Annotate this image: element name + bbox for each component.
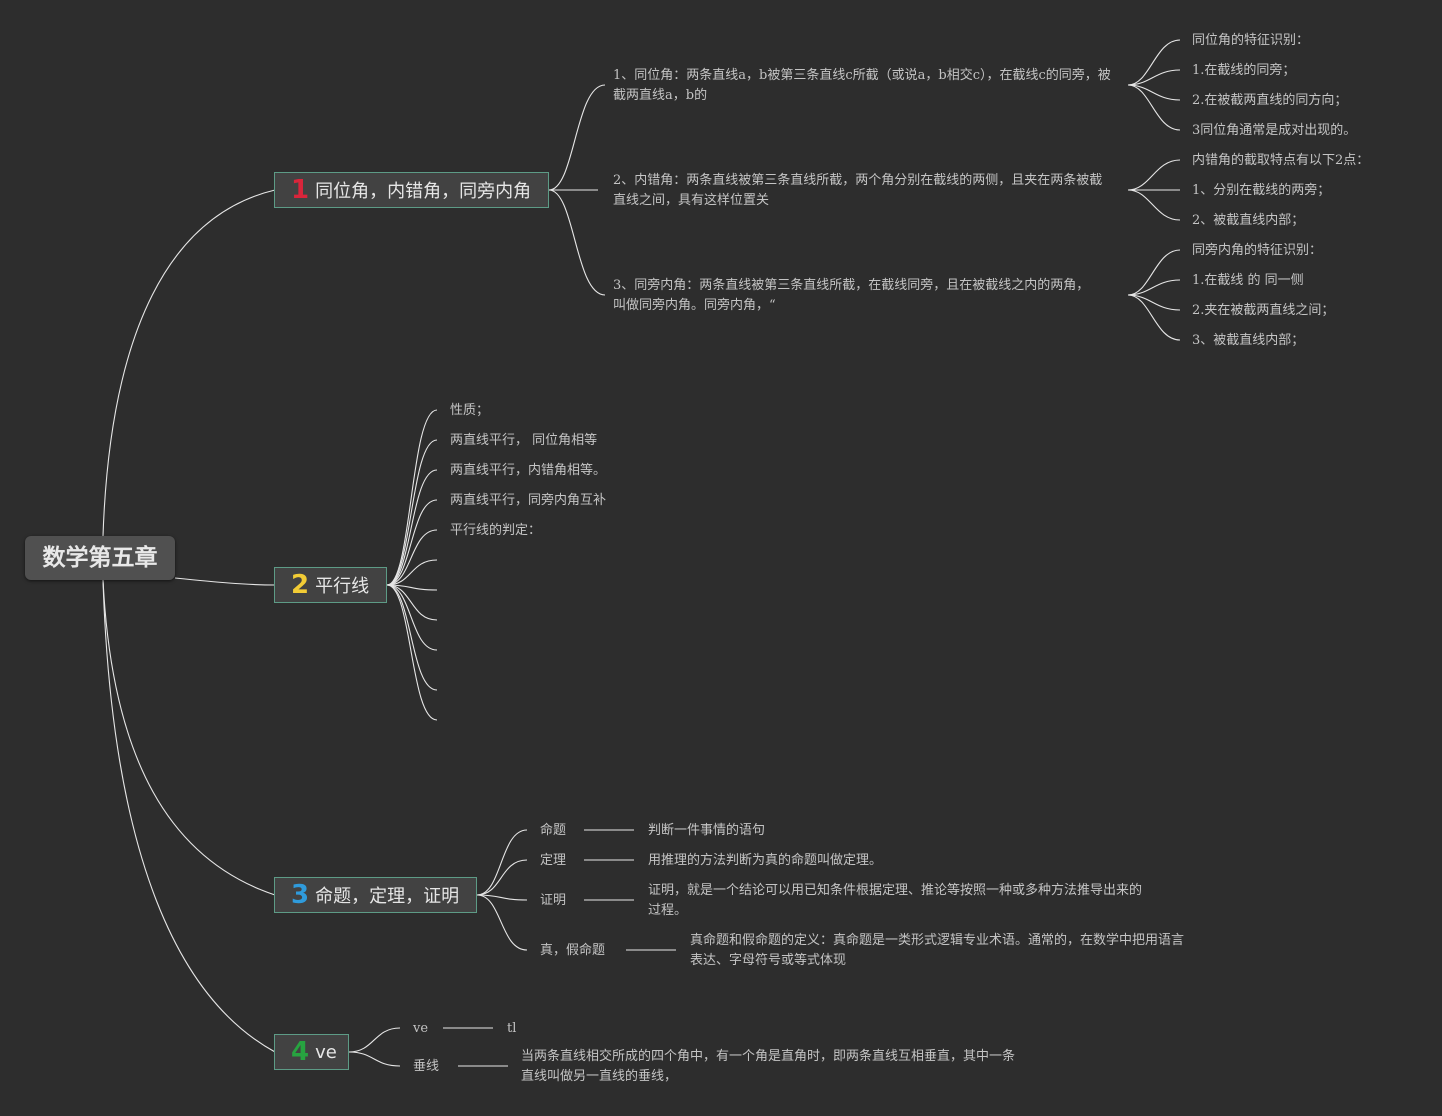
b1-item2-child[interactable]: 内错角的截取特点有以下2点： <box>1192 153 1370 168</box>
branch-4-node[interactable]: 4 ve <box>274 1034 349 1070</box>
branch-3-number: 3 <box>291 880 310 910</box>
b1-topic-alternate-angles[interactable]: 2、内错角：两条直线被第三条直线所截，两个角分别在截线的两侧，且夹在两条被截直线… <box>613 173 1103 208</box>
b1-item1-child[interactable]: 3同位角通常是成对出现的。 <box>1192 123 1357 138</box>
branch-2-node[interactable]: 2 平行线 <box>274 567 387 603</box>
b1-item3-child[interactable]: 同旁内角的特征识别： <box>1192 243 1323 258</box>
b4-label-perpendicular[interactable]: 垂线 <box>413 1059 440 1074</box>
b4-desc-tl[interactable]: tl <box>507 1021 517 1036</box>
b1-item3-child[interactable]: 3、被截直线内部； <box>1192 333 1305 348</box>
b3-desc-theorem[interactable]: 用推理的方法判断为真的命题叫做定理。 <box>648 853 883 868</box>
b3-label-proposition[interactable]: 命题 <box>540 823 567 838</box>
b2-item[interactable]: 两直线平行，内错角相等。 <box>450 463 607 478</box>
branch-3-node[interactable]: 3 命题，定理，证明 <box>274 877 477 913</box>
b1-item1-child[interactable]: 2.在被截两直线的同方向； <box>1192 93 1348 108</box>
branch-2-label: 平行线 <box>315 576 370 597</box>
b1-item3-child[interactable]: 2.夹在被截两直线之间； <box>1192 303 1335 318</box>
b1-item3-child[interactable]: 1.在截线 的 同一侧 <box>1192 273 1304 288</box>
b3-desc-proposition[interactable]: 判断一件事情的语句 <box>648 823 766 838</box>
b3-desc-true-false[interactable]: 真命题和假命题的定义：真命题是一类形式逻辑专业术语。通常的，在数学中把用语言表达… <box>690 933 1185 968</box>
root-topic[interactable]: 数学第五章 <box>25 536 175 580</box>
b2-item[interactable]: 性质； <box>450 403 490 418</box>
b4-label-ve[interactable]: ve <box>413 1021 429 1036</box>
b4-desc-perpendicular[interactable]: 当两条直线相交所成的四个角中，有一个角是直角时，即两条直线互相垂直，其中一条直线… <box>521 1049 1016 1084</box>
branch-2-number: 2 <box>291 570 310 600</box>
b3-desc-proof[interactable]: 证明，就是一个结论可以用已知条件根据定理、推论等按照一种或多种方法推导出来的过程… <box>648 883 1143 918</box>
branch-4-number: 4 <box>291 1037 310 1067</box>
branch-1-number: 1 <box>291 175 310 205</box>
branch-1-node[interactable]: 1 同位角，内错角，同旁内角 <box>274 172 549 208</box>
b1-item2-child[interactable]: 2、被截直线内部； <box>1192 213 1305 228</box>
branch-3-label: 命题，定理，证明 <box>315 886 460 907</box>
b1-item2-child[interactable]: 1、分别在截线的两旁； <box>1192 183 1331 198</box>
b3-label-theorem[interactable]: 定理 <box>540 853 567 868</box>
b3-label-proof[interactable]: 证明 <box>540 893 567 908</box>
b2-item[interactable]: 平行线的判定： <box>450 523 542 538</box>
b3-label-true-false[interactable]: 真，假命题 <box>540 943 606 958</box>
b2-item[interactable]: 两直线平行，同旁内角互补 <box>450 493 607 508</box>
b2-item[interactable]: 两直线平行， 同位角相等 <box>450 433 598 448</box>
b1-topic-same-side-angles[interactable]: 3、同旁内角：两条直线被第三条直线所截，在截线同旁，且在被截线之内的两角，叫做同… <box>613 278 1090 313</box>
b1-item1-child[interactable]: 同位角的特征识别： <box>1192 33 1310 48</box>
b1-item1-child[interactable]: 1.在截线的同旁； <box>1192 63 1296 78</box>
branch-4-label: ve <box>315 1041 337 1063</box>
b1-topic-corresponding-angles[interactable]: 1、同位角：两条直线a，b被第三条直线c所截（或说a，b相交c），在截线c的同旁… <box>613 68 1111 103</box>
branch-1-label: 同位角，内错角，同旁内角 <box>315 181 532 202</box>
